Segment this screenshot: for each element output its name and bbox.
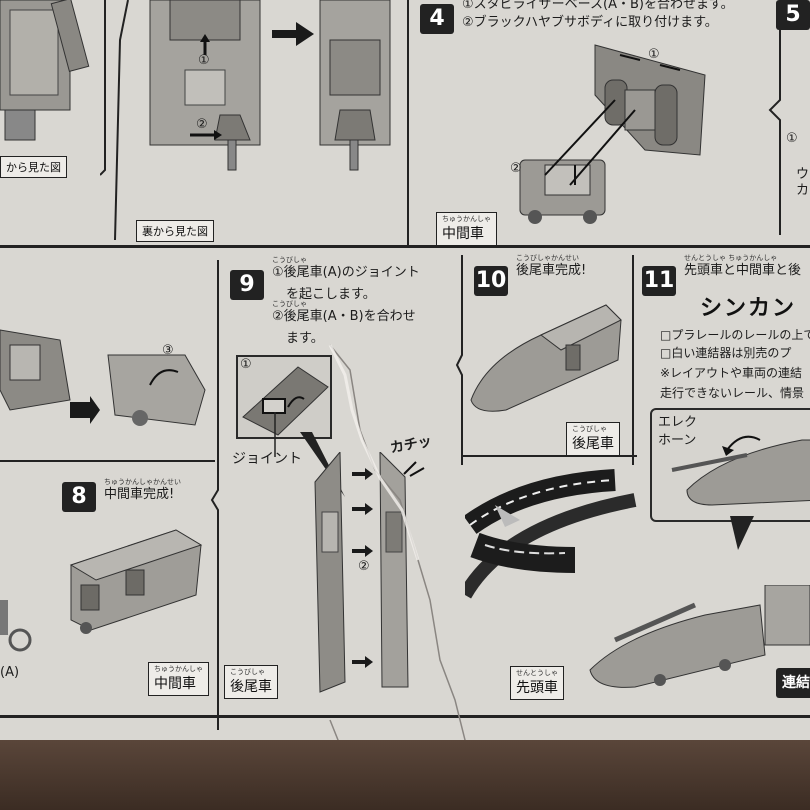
step-11-note-2: 走行できないレール、情景 (660, 386, 805, 400)
step-arrow-icon (272, 22, 314, 46)
step-10-number: 10 (474, 266, 508, 296)
tail-car-complete-illustration (470, 304, 622, 412)
step-11-heading: シンカン (700, 296, 797, 321)
joint-closeup-illustration (242, 366, 329, 436)
chassis-illustration-before (149, 0, 261, 171)
inset-label-line-1: エレク (658, 415, 698, 430)
joint-pointer-line (274, 412, 276, 457)
step-8-number: 8 (62, 482, 96, 512)
step-10-title: こうびしゃかんせい 後尾車完成! (516, 254, 587, 278)
callout-2: ② (196, 117, 208, 132)
coupling-badge: 連結 (776, 668, 810, 698)
step-7-callout: ③ (162, 343, 174, 358)
chassis-illustration-after (319, 0, 391, 171)
instruction-sheet: から見た図 ① ② 裏から見た図 (0, 0, 810, 760)
step-7-illustration (0, 329, 206, 426)
wooden-table-background (0, 740, 810, 810)
inset-pointer (730, 516, 754, 550)
panel-divider (407, 0, 409, 245)
step-4-line-2: ②ブラックハヤブサボディに取り付けます。 (462, 15, 718, 30)
bottom-border (0, 715, 810, 718)
ring-part-illustration (0, 600, 32, 652)
top-left-caption: から見た図 (0, 156, 67, 178)
middle-car-illustration (69, 529, 203, 634)
stabilizer-illustration (519, 44, 706, 224)
step-9-number: 9 (230, 270, 264, 300)
step-4-line-1: ①スタビライザーベース(A・B)を合わせます。 (462, 0, 734, 12)
horn-closeup-illustration (671, 435, 810, 506)
step-5-fragment-2: ウ (796, 167, 810, 182)
step-11-number: 11 (642, 266, 676, 296)
step-4-number: 4 (420, 4, 454, 34)
step-11-inset (650, 408, 810, 522)
row-divider (462, 455, 637, 457)
step-5-number: 5 (776, 0, 810, 30)
step-11-title: せんとうしゃ ちゅうかんしゃ 先頭車と中間車と後 (684, 254, 802, 278)
step-9-line-1: こうびしゃ ①後尾車(A)のジョイント (272, 256, 420, 280)
step-8-title: ちゅうかんしゃかんせい 中間車完成! (104, 478, 181, 502)
step-5-fragment-1: ① (786, 131, 798, 146)
row-divider (0, 245, 810, 248)
step-7-caption-fragment: (A) (0, 665, 20, 680)
step-9-line-3: こうびしゃ ②後尾車(A・B)を合わせ (272, 300, 416, 324)
step-9-line-4: ます。 (286, 331, 324, 346)
sound-lines-icon (403, 461, 425, 477)
row-divider (0, 460, 215, 462)
step-9-inset-callout: ① (240, 357, 252, 372)
top-left-toy-illustration (0, 0, 90, 141)
step-4-caption: ちゅうかんしゃ 中間車 (436, 212, 497, 246)
panel-divider (100, 0, 129, 241)
lead-car-illustration (589, 585, 810, 688)
step-11-caption: せんとうしゃ 先頭車 (510, 666, 564, 700)
step-9-line-2: を起こします。 (286, 287, 376, 302)
train-on-track-illustration (465, 469, 637, 599)
step-8-caption: ちゅうかんしゃ 中間車 (148, 662, 209, 696)
joint-label: ジョイント (232, 451, 302, 467)
step-10-caption: こうびしゃ 後尾車 (566, 422, 620, 456)
step-5-fragment-3: カ (796, 183, 810, 198)
panel-divider (455, 255, 463, 465)
step-11-bullet-2: □白い連結器は別売のプ (660, 346, 792, 360)
step-11-bullet-1: □プラレールのレールの上でで (660, 328, 810, 342)
step-9-callout-2: ② (358, 559, 370, 574)
step-4-callout-2: ② (510, 161, 522, 176)
step-9-inset (236, 355, 332, 439)
callout-1: ① (198, 53, 210, 68)
panel-divider (632, 255, 634, 465)
step-11-note-1: ※レイアウトや車両の連結 (660, 366, 803, 380)
panel-divider (768, 0, 781, 235)
inset-label-line-2: ホーン (658, 433, 697, 448)
middle-caption: 裏から見た図 (136, 220, 214, 242)
step-9-caption: こうびしゃ 後尾車 (224, 665, 278, 699)
tail-car-halves-illustration (314, 452, 409, 693)
panel-divider (210, 260, 219, 730)
step-4-callout-1: ① (648, 47, 660, 62)
